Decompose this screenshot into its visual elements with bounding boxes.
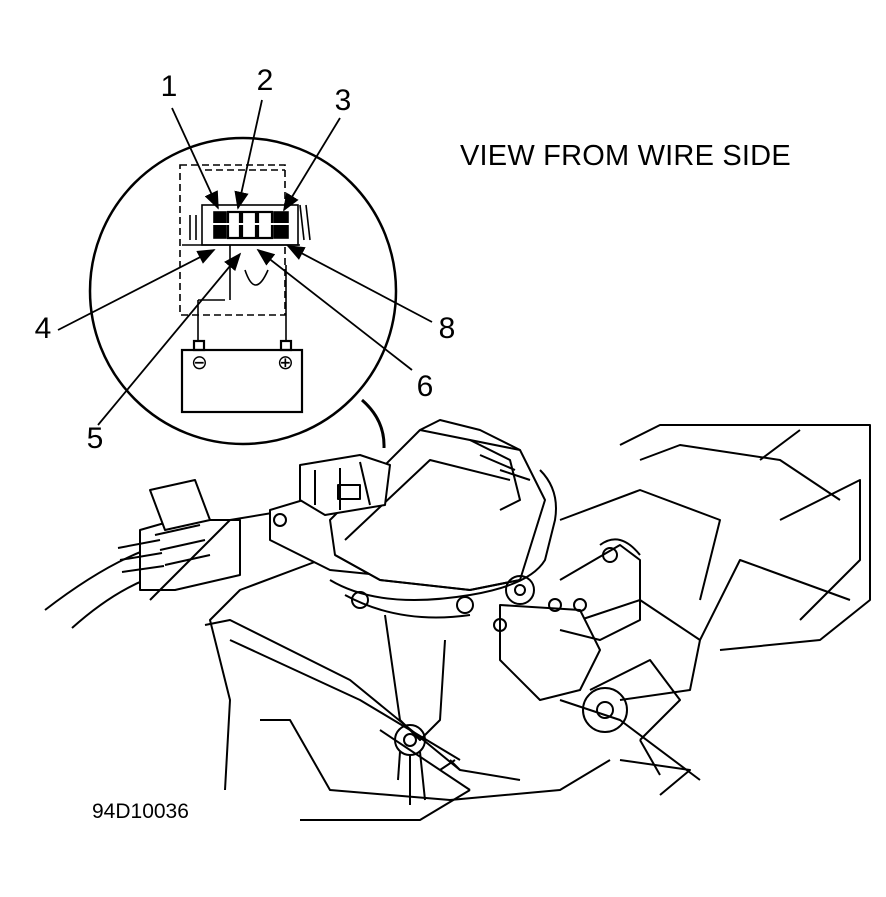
callout-2: 2 [256,64,274,97]
callout-8: 8 [438,312,456,345]
leader-3 [283,117,341,212]
callout-3: 3 [334,84,352,117]
leader-1 [171,107,219,210]
detail-inset [88,136,398,446]
callout-1: 1 [160,70,178,103]
callout-6: 6 [416,370,434,403]
connector-view [179,164,311,340]
figure-id: 94D10036 [92,800,189,823]
battery [180,339,304,414]
leader-6 [256,248,413,371]
leader-8 [286,245,433,323]
callout-leaders [57,99,433,426]
leader-5 [97,252,242,426]
leader-4 [57,249,216,331]
inset-cable [361,398,386,449]
leader-2 [234,99,263,210]
view-heading: VIEW FROM WIRE SIDE [460,140,791,172]
battery-negative-symbol: ⊖ [191,350,208,374]
battery-positive-symbol: ⊕ [277,350,294,374]
mechanism-body [44,419,871,821]
callout-5: 5 [86,422,104,455]
callout-4: 4 [34,312,52,345]
